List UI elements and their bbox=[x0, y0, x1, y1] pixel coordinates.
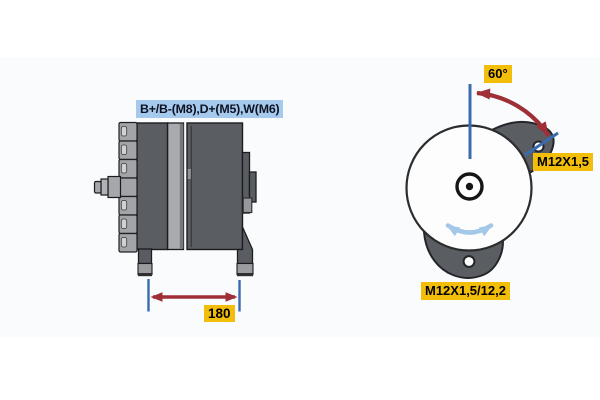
housing-notch bbox=[187, 169, 191, 179]
mounting-foot-left bbox=[137, 248, 153, 265]
mounting-foot-left-base bbox=[138, 273, 152, 277]
mounting-foot-right-pad bbox=[236, 262, 254, 276]
terminal-base-plate bbox=[242, 197, 253, 214]
dimension-arrowhead-right bbox=[225, 292, 238, 302]
upper-mount-thread-label: M12X1,5 bbox=[533, 153, 594, 171]
rotation-direction-arrow bbox=[445, 223, 494, 237]
pulley-fin-stack bbox=[118, 121, 138, 253]
dimension-arrowhead-left bbox=[150, 292, 163, 302]
housing-rear-section bbox=[186, 122, 244, 251]
dimension-180-label: 180 bbox=[204, 305, 235, 322]
mounting-foot-right-base bbox=[237, 273, 253, 277]
shaft-center-dot bbox=[465, 182, 474, 191]
dimension-180 bbox=[147, 279, 241, 312]
swivel-angle-arc-arrow bbox=[476, 88, 551, 138]
terminal-stub bbox=[248, 171, 257, 203]
mounting-foot-left-pad bbox=[137, 262, 153, 276]
stator-band-shade bbox=[179, 124, 184, 249]
bolt-axis-line bbox=[524, 131, 559, 157]
terminal-connections-label: B+/B-(M8),D+(M5),W(M6) bbox=[136, 100, 284, 118]
alternator-side-view bbox=[93, 121, 257, 312]
swivel-angle-label: 60° bbox=[484, 65, 512, 83]
mounting-hole-bottom bbox=[462, 255, 476, 268]
drive-shaft bbox=[93, 175, 122, 199]
lower-mount-thread-label: M12X1,5/12,2 bbox=[421, 282, 510, 300]
housing-front-section bbox=[136, 122, 169, 251]
